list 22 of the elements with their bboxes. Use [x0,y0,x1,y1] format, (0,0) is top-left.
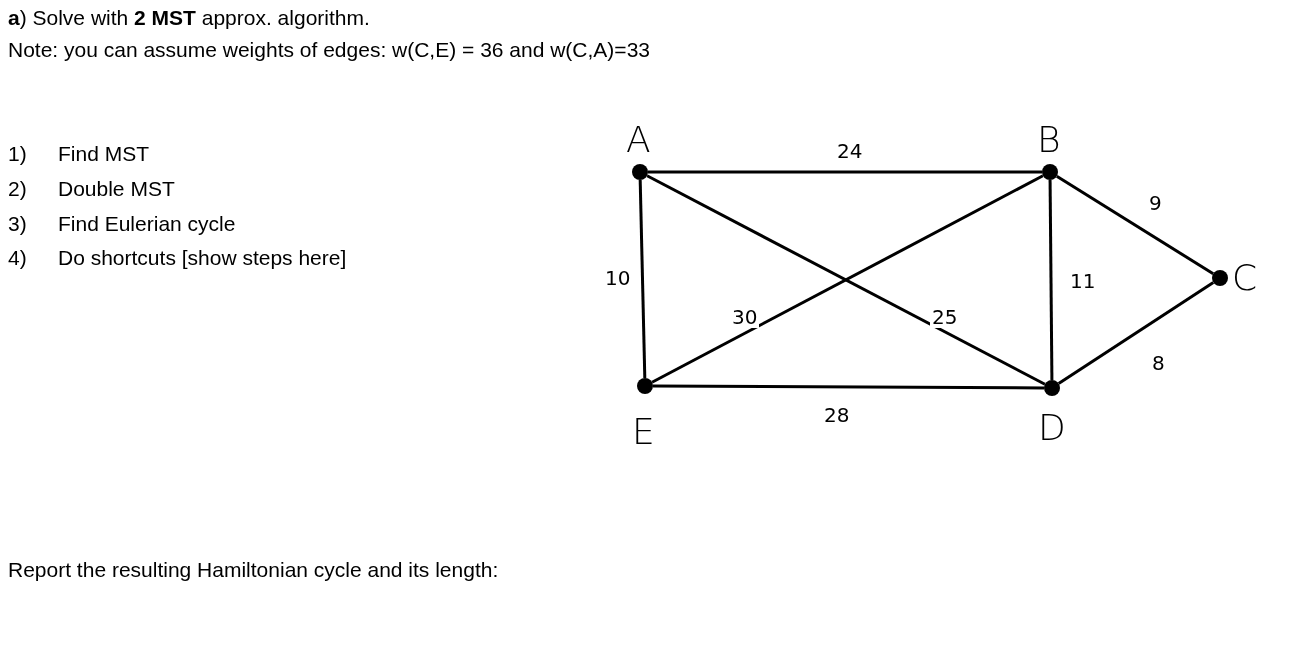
graph-edge [638,179,647,379]
instruction-text: Report the resulting Hamiltonian cycle and its length: [8,558,499,582]
vertex-label: D [1038,410,1066,446]
question-heading: a) Solve with 2 MST approx. algorithm. [8,6,370,30]
step-number: 1) [8,142,27,166]
vertex-label: C [1232,260,1258,296]
vertex-label: E [632,414,655,450]
graph-edge [1056,174,1214,276]
step-text: Find MST [58,142,149,166]
step-number: 2) [8,177,27,201]
step-text: Find Eulerian cycle [58,212,236,236]
note-text: Note: you can assume weights of edges: w(C,E) = 36 and w(C,A)=33 [8,38,650,62]
graph-edge [648,170,1042,174]
step-text: Double MST [58,177,175,201]
graph-edge [1057,281,1215,385]
step-number: 4) [8,246,27,270]
graph-edge [1048,180,1054,380]
step-number: 3) [8,212,27,236]
step-text: Do shortcuts [show steps here] [58,246,347,270]
graph-edge [653,384,1044,390]
vertex-label: A [626,122,651,158]
vertex-label: B [1037,122,1061,158]
